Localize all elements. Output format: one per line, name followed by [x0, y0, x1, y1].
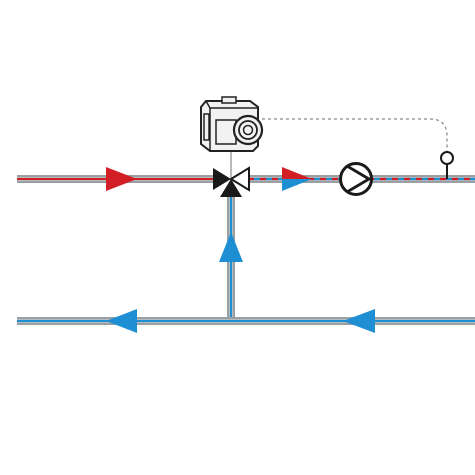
flow-arrow-mixed-out-red [282, 167, 312, 179]
flow-arrow-bypass-up [219, 232, 243, 262]
flow-arrow-return-right [343, 309, 375, 333]
circulation-pump-icon [339, 162, 373, 196]
flow-arrow-return-left [106, 309, 137, 333]
temperature-sensor-icon [440, 151, 454, 179]
control-signal-line [262, 118, 448, 152]
valve-actuator-icon [200, 96, 264, 152]
return-pipe-bottom [17, 317, 475, 325]
flow-arrow-supply-in [106, 167, 137, 191]
three-way-mixing-valve-icon [213, 150, 250, 197]
flow-arrow-mixed-out-blue [282, 179, 312, 191]
